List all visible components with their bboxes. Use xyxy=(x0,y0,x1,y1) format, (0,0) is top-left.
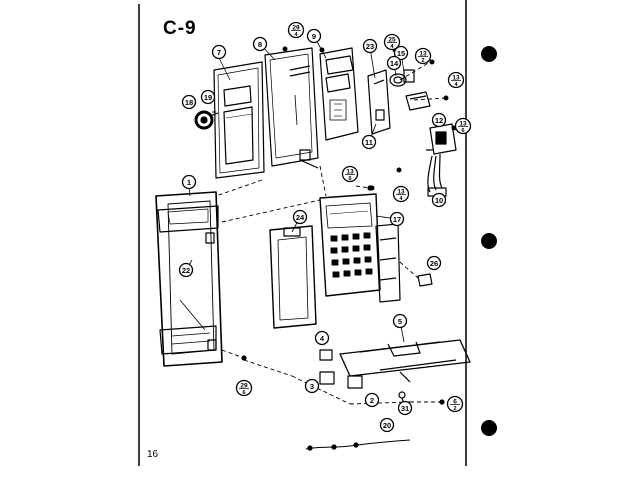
callout-number: 7 xyxy=(217,48,221,57)
callout-13-6: 136 xyxy=(341,165,359,183)
callout-number: 9 xyxy=(312,32,316,41)
callout-sub-number: 4 xyxy=(390,44,394,50)
part-14-component xyxy=(389,73,407,87)
callout-number: 24 xyxy=(296,213,305,222)
part-8-bracket xyxy=(264,47,319,169)
callout-number: 26 xyxy=(430,259,438,268)
callout-sub-number: 6 xyxy=(461,128,464,134)
callout-number: 17 xyxy=(393,215,401,224)
callout-6-2: 62 xyxy=(446,395,464,413)
callout-number: 1 xyxy=(187,178,191,187)
part-26-clip xyxy=(417,273,433,287)
part-9-circuit-board xyxy=(319,47,359,141)
callout-number: 5 xyxy=(398,317,402,326)
callout-number: 22 xyxy=(182,266,190,275)
part-13-block xyxy=(405,91,431,111)
callout-29-6: 296 xyxy=(235,379,253,397)
callout-29-4: 294 xyxy=(287,21,305,39)
callout-23: 23 xyxy=(362,38,378,54)
callout-number: 11 xyxy=(365,138,373,147)
part-20-wire-rod xyxy=(305,439,411,451)
callout-8: 8 xyxy=(252,36,268,52)
callout-18: 18 xyxy=(181,94,197,110)
part-5-latch-bracket xyxy=(339,339,471,383)
part-11-bracket xyxy=(367,69,391,135)
callout-number: 2 xyxy=(370,396,374,405)
part-18-knob xyxy=(194,110,219,130)
callout-22: 22 xyxy=(178,262,194,278)
callout-sub-number: 2 xyxy=(421,58,424,64)
callout-number: 18 xyxy=(185,98,193,107)
callout-13-4: 134 xyxy=(447,71,465,89)
callout-15: 15 xyxy=(393,45,409,61)
binder-hole-top xyxy=(481,46,497,62)
callout-number: 15 xyxy=(397,49,405,58)
callout-number: 8 xyxy=(258,40,262,49)
callout-number: 31 xyxy=(401,404,409,413)
part-3-switch xyxy=(319,371,335,385)
callout-4: 4 xyxy=(314,330,330,346)
callout-24: 24 xyxy=(292,209,308,225)
callout-sub-number: 4 xyxy=(294,32,298,38)
part-17-keypad xyxy=(319,193,401,303)
callout-7: 7 xyxy=(211,44,227,60)
callout-number: 19 xyxy=(204,93,212,102)
callout-2: 2 xyxy=(364,392,380,408)
callout-number: 13 xyxy=(459,121,467,128)
callout-sub-number: 2 xyxy=(453,406,456,412)
callout-13-2: 132 xyxy=(414,47,432,65)
callout-number: 13 xyxy=(346,169,354,176)
leader-lines xyxy=(212,61,447,405)
callout-number: 6 xyxy=(453,399,457,406)
callout-19: 19 xyxy=(200,89,216,105)
callout-14: 14 xyxy=(386,55,402,71)
binder-hole-bottom xyxy=(481,420,497,436)
callout-number: 13 xyxy=(452,75,460,82)
part-2-switch xyxy=(347,375,363,389)
callout-sub-number: 4 xyxy=(454,82,458,88)
callout-12: 12 xyxy=(431,112,447,128)
callout-number: 29 xyxy=(240,383,248,390)
callout-number: 12 xyxy=(435,116,443,125)
callout-number: 10 xyxy=(435,196,443,205)
callout-sub-number: 6 xyxy=(242,390,245,396)
callout-sub-number: 6 xyxy=(348,176,351,182)
callout-number: 13 xyxy=(397,189,405,196)
callout-9: 9 xyxy=(306,28,322,44)
callout-20: 20 xyxy=(379,417,395,433)
part-12-connector xyxy=(426,123,457,155)
callout-number: 29 xyxy=(292,25,300,32)
callout-number: 20 xyxy=(383,421,391,430)
callout-number: 25 xyxy=(388,37,396,44)
page-number: 16 xyxy=(147,449,159,460)
part-15-component xyxy=(403,69,415,83)
callout-sub-number: 4 xyxy=(399,196,403,202)
callout-26: 26 xyxy=(426,255,442,271)
callout-25-4: 254 xyxy=(383,33,401,51)
callout-number: 4 xyxy=(320,334,325,343)
callout-13-4: 134 xyxy=(392,185,410,203)
callout-number: 13 xyxy=(419,51,427,58)
callout-13-6: 136 xyxy=(454,117,472,135)
callout-3: 3 xyxy=(304,378,320,394)
callout-number: 3 xyxy=(310,382,314,391)
callout-number: 23 xyxy=(366,42,374,51)
part-1-door-frame xyxy=(155,191,223,367)
callout-17: 17 xyxy=(389,211,405,227)
callout-1: 1 xyxy=(181,174,197,190)
callout-10: 10 xyxy=(431,192,447,208)
callout-31: 31 xyxy=(397,400,413,416)
callout-5: 5 xyxy=(392,313,408,329)
diagram-title: C-9 xyxy=(163,18,197,39)
part-24-window-frame xyxy=(269,225,317,329)
callout-11: 11 xyxy=(361,134,377,150)
part-10-wire-harness xyxy=(427,153,447,197)
part-7-plate xyxy=(213,61,265,179)
binder-hole-middle xyxy=(481,233,497,249)
part-4-switch xyxy=(319,349,333,361)
callout-number: 14 xyxy=(390,59,399,68)
